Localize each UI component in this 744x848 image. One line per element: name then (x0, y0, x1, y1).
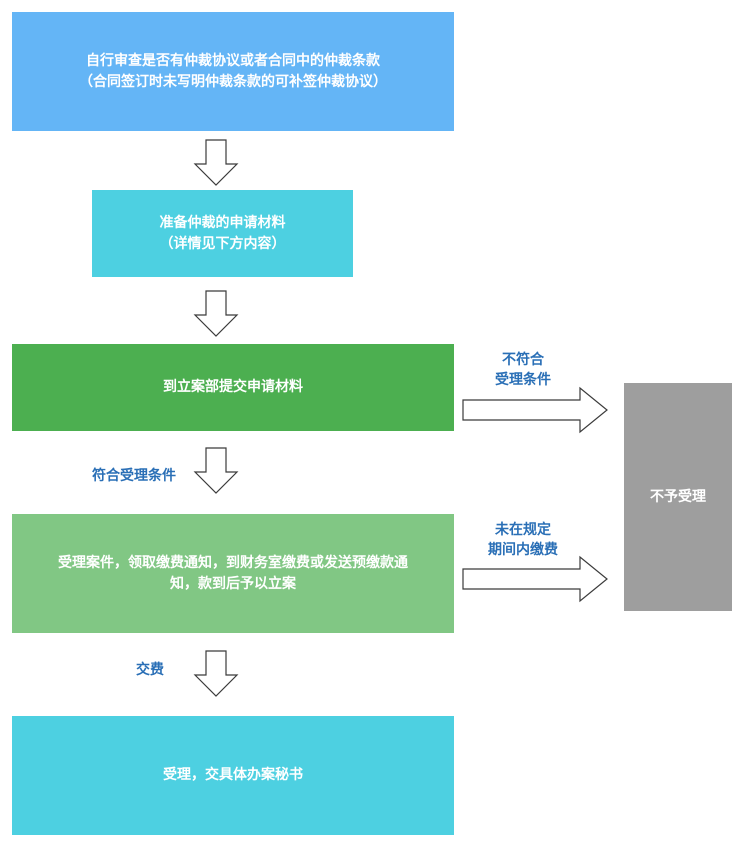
step-3-submit-materials: 到立案部提交申请材料 (12, 344, 454, 431)
right-arrow-icon (462, 555, 608, 603)
right-arrow-icon (462, 386, 608, 434)
label-unpaid-line-1: 未在规定 (495, 522, 551, 538)
label-unpaid-line-2: 期间内缴费 (488, 542, 558, 558)
step-4-line-1: 受理案件，领取缴费通知，到财务室缴费或发送预缴款通 (58, 554, 408, 571)
step-3-line-1: 到立案部提交申请材料 (163, 379, 303, 395)
reject-box: 不予受理 (624, 383, 732, 611)
label-not-meet-conditions: 不符合 受理条件 (478, 350, 568, 390)
label-unpaid-in-time: 未在规定 期间内缴费 (478, 520, 568, 560)
down-arrow-icon (193, 650, 239, 697)
step-4-accept-and-pay: 受理案件，领取缴费通知，到财务室缴费或发送预缴款通 知，款到后予以立案 (12, 514, 454, 633)
down-arrow-icon (193, 447, 239, 494)
step-5-assign-case-secretary: 受理，交具体办案秘书 (12, 716, 454, 835)
label-pay: 交费 (136, 662, 164, 678)
step-1-line-2: （合同签订时未写明仲裁条款的可补签仲裁协议） (79, 73, 387, 90)
step-2-line-2: （详情见下方内容） (159, 235, 286, 252)
label-meet-conditions: 符合受理条件 (92, 468, 176, 484)
down-arrow-icon (193, 290, 239, 337)
step-2-line-1: 准备仲裁的申请材料 (159, 214, 286, 231)
step-1-check-arbitration-agreement: 自行审查是否有仲裁协议或者合同中的仲裁条款 （合同签订时未写明仲裁条款的可补签仲… (12, 12, 454, 131)
step-1-line-1: 自行审查是否有仲裁协议或者合同中的仲裁条款 (86, 52, 380, 69)
label-not-meet-line-1: 不符合 (502, 352, 544, 368)
reject-label: 不予受理 (650, 488, 706, 505)
label-not-meet-line-2: 受理条件 (495, 372, 551, 388)
step-2-prepare-application-materials: 准备仲裁的申请材料 （详情见下方内容） (92, 190, 353, 277)
down-arrow-icon (193, 139, 239, 186)
step-5-line-1: 受理，交具体办案秘书 (163, 767, 303, 783)
step-4-line-2: 知，款到后予以立案 (170, 575, 296, 592)
